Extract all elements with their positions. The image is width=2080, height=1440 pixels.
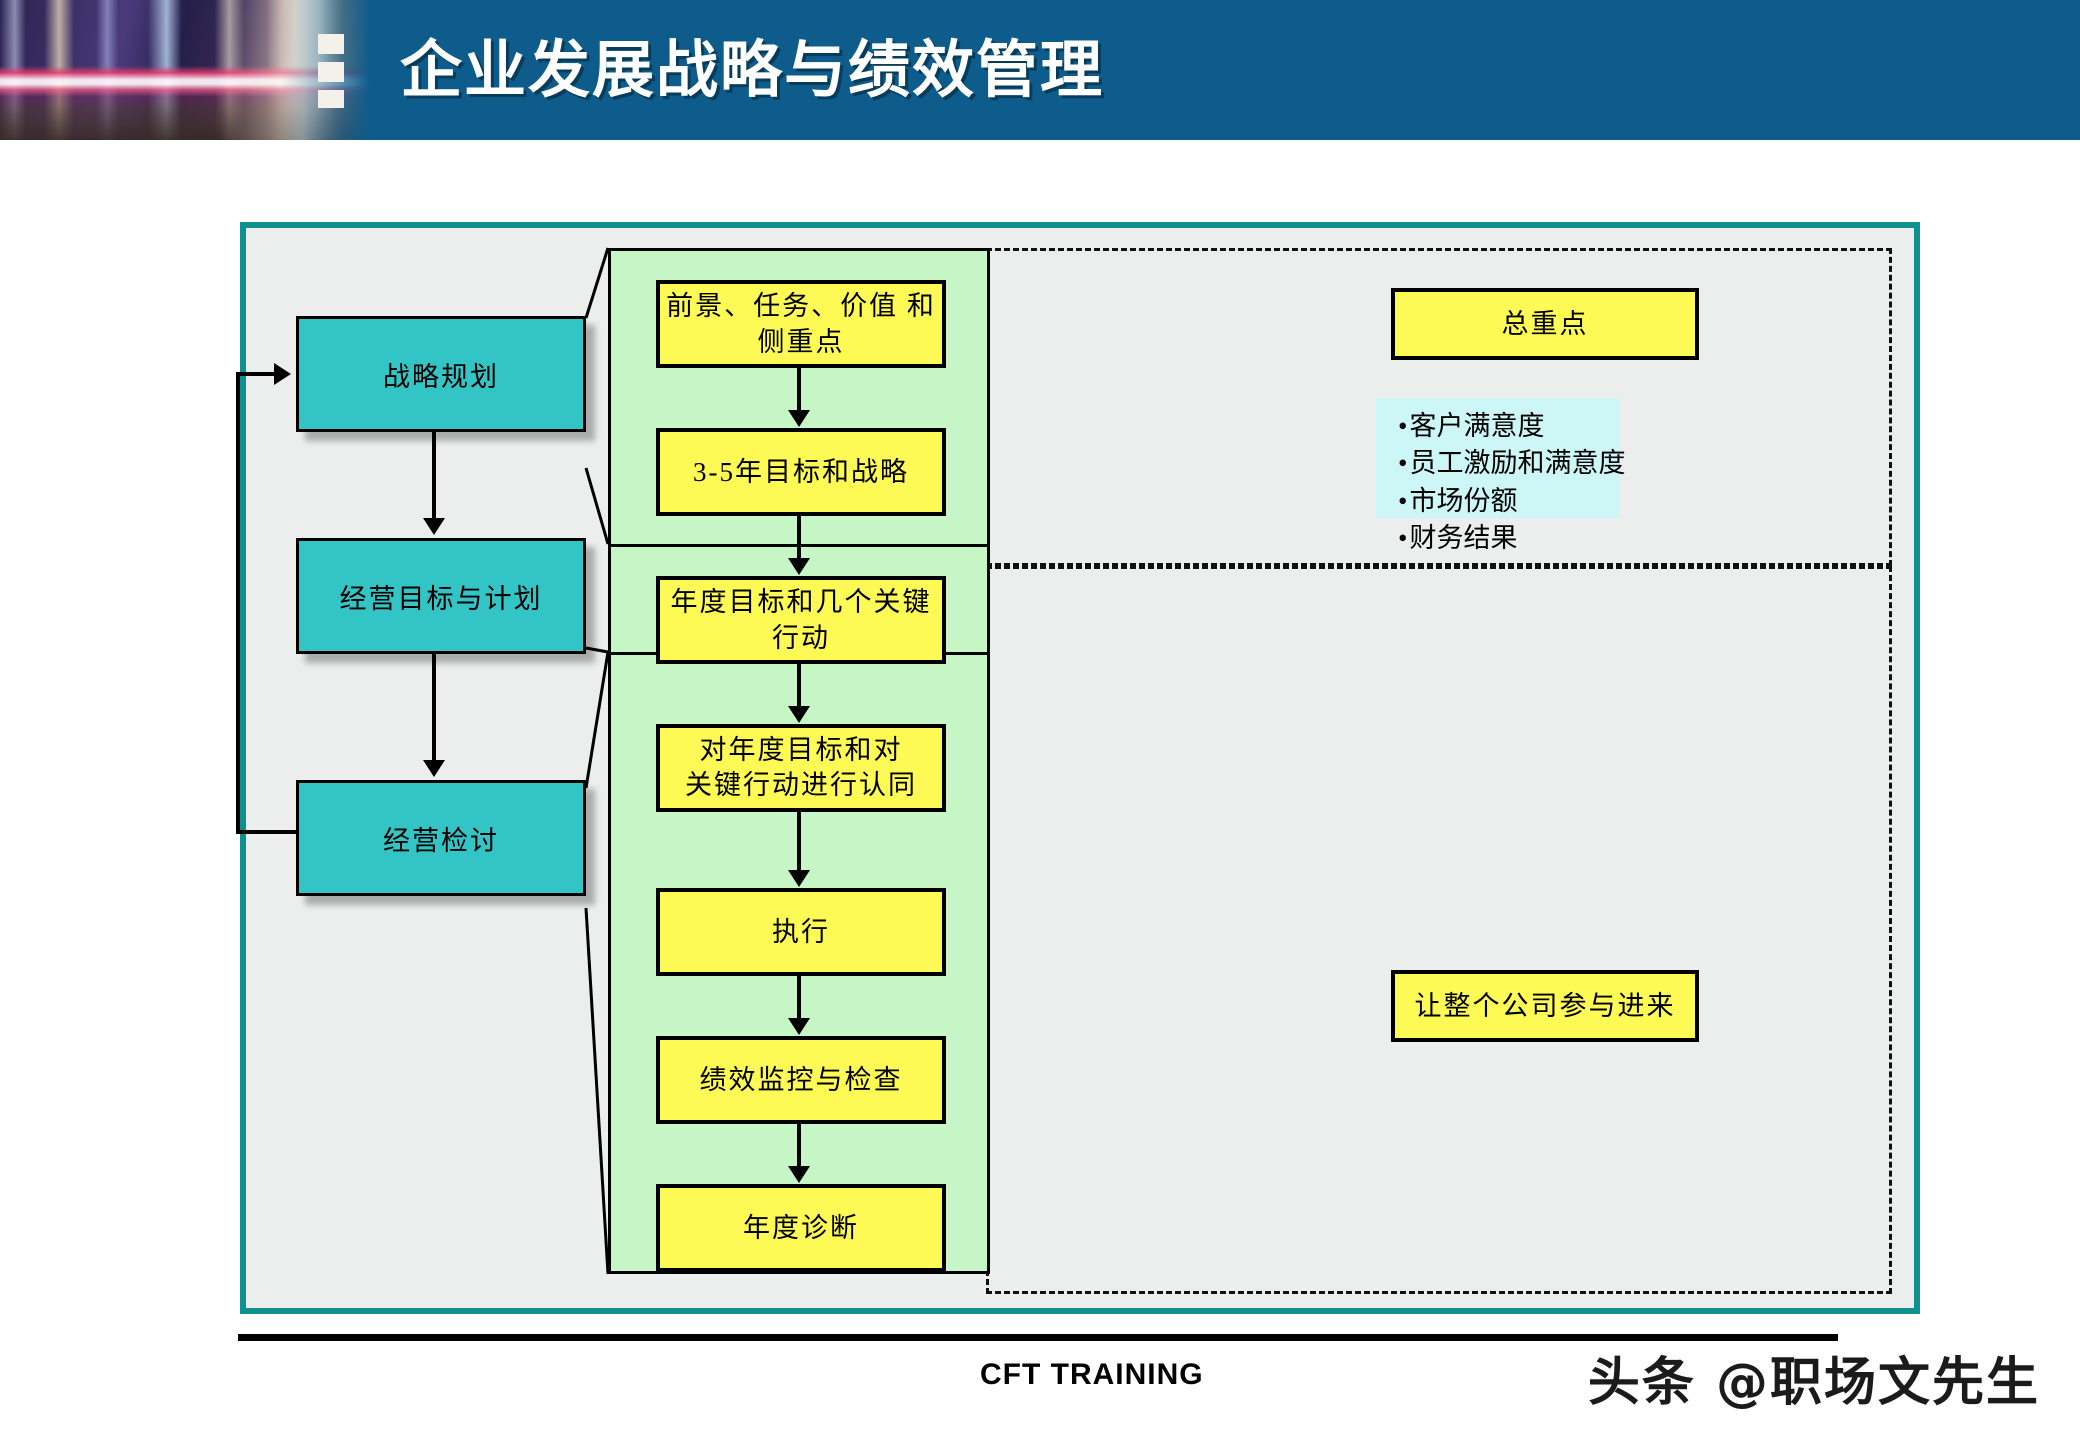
step-label: 年度诊断 [743,1212,859,1243]
kpi-bullet-item: 市场份额 [1398,483,1606,520]
step-box-vision-mission-values[interactable]: 前景、任务、价值 和侧重点 [656,280,946,368]
header-banner: 企业发展战略与绩效管理 [0,0,2080,140]
kpi-bullet-item: 客户满意度 [1398,408,1606,445]
stage-box-business-review[interactable]: 经营检讨 [296,780,586,896]
stage-label: 经营检讨 [383,825,499,856]
step-connector-3-4 [797,664,801,708]
feedback-loop-bottom [236,830,298,834]
callout-label: 总重点 [1501,308,1589,339]
step-box-annual-goals-key-actions[interactable]: 年度目标和几个关键行动 [656,576,946,664]
step-arrow-6-7 [788,1166,810,1183]
step-label: 执行 [772,916,830,947]
stage-box-business-goals-plan[interactable]: 经营目标与计划 [296,538,586,654]
step-arrow-5-6 [788,1018,810,1035]
step-box-execute[interactable]: 执行 [656,888,946,976]
header-decorative-photo [0,0,370,140]
step-arrow-2-3 [788,558,810,575]
step-connector-2-3 [797,516,801,560]
stage-label: 战略规划 [383,361,499,392]
callout-box-overall-focus[interactable]: 总重点 [1391,288,1699,360]
step-box-agree-annual-goals[interactable]: 对年度目标和对 关键行动进行认同 [656,724,946,812]
stage-arrow-1-2 [423,518,445,535]
step-arrow-1-2 [788,410,810,427]
step-label: 年度目标和几个关键行动 [670,586,932,653]
stage-connector-1-2 [432,432,436,518]
feedback-loop-top [236,372,276,376]
step-label: 3-5年目标和战略 [693,456,909,487]
stage-arrow-2-3 [423,760,445,777]
step-label: 绩效监控与检查 [699,1064,903,1095]
step-connector-5-6 [797,976,801,1020]
kpi-bullet-item: 员工激励和满意度 [1398,445,1625,482]
step-arrow-4-5 [788,870,810,887]
page-title: 企业发展战略与绩效管理 [400,33,1105,106]
kpi-bullet-item: 财务结果 [1398,520,1606,557]
stage-connector-2-3 [432,654,436,760]
step-box-performance-monitoring[interactable]: 绩效监控与检查 [656,1036,946,1124]
step-box-3-5-year-goals[interactable]: 3-5年目标和战略 [656,428,946,516]
step-label: 前景、任务、价值 和侧重点 [666,290,936,357]
diagram-frame: 战略规划 经营目标与计划 经营检讨 前景、任务、价值 和侧重点 3-5年目标和战… [236,222,1920,1314]
step-connector-1-2 [797,368,801,412]
step-arrow-3-4 [788,706,810,723]
kpi-bullet-panel: 客户满意度 员工激励和满意度 市场份额 财务结果 [1376,398,1625,553]
step-label-line1: 对年度目标和对 [699,734,903,765]
header-dash-accent-icon [318,34,344,108]
footer-divider [238,1334,1838,1341]
watermark-label: 头条 @职场文先生 [1587,1353,2040,1413]
step-box-annual-diagnosis[interactable]: 年度诊断 [656,1184,946,1272]
callout-box-involve-whole-company[interactable]: 让整个公司参与进来 [1391,970,1699,1042]
footer-label: CFT TRAINING [980,1358,1204,1391]
step-label-line2: 关键行动进行认同 [685,770,917,800]
step-connector-6-7 [797,1124,801,1168]
feedback-loop-arrow [274,363,291,385]
step-connector-4-5 [797,812,801,872]
callout-label: 让整个公司参与进来 [1414,990,1676,1021]
connector-lines [584,247,610,1275]
stage-label: 经营目标与计划 [339,583,543,614]
stage-box-strategic-planning[interactable]: 战略规划 [296,316,586,432]
feedback-loop-vertical [236,374,240,834]
